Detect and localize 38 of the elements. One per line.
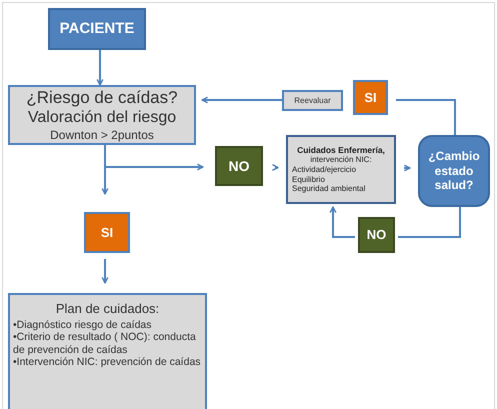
connector-line [398, 207, 461, 238]
answer-box [353, 80, 388, 115]
process-box [8, 293, 207, 409]
node-text: Downton > 2puntos [50, 128, 154, 142]
node-text: SI [364, 90, 377, 106]
answer-box [358, 217, 395, 253]
connector-line [396, 99, 456, 135]
node-text: •Diagnóstico riesgo de caídas [13, 318, 152, 332]
arrow [201, 96, 282, 104]
node-text: ¿Cambio estado salud? [427, 149, 481, 193]
start-box [48, 8, 146, 50]
process-box [282, 90, 343, 111]
arrow [404, 164, 411, 172]
arrow [272, 164, 279, 171]
node-text: NO [366, 227, 386, 243]
node-text: Seguridad ambiental [292, 184, 366, 194]
node-text: •Criterio de resultado ( NOC): conducta de prevención de caídas [13, 331, 197, 356]
arrow [96, 50, 104, 86]
arrow [102, 145, 108, 195]
node-text: Actividad/ejercicio [292, 165, 356, 175]
node-text: NO [228, 158, 250, 174]
process-box [286, 135, 396, 204]
node-text: Equilibrio [292, 174, 325, 184]
node-text: Reevaluar [294, 96, 331, 106]
answer-box [215, 146, 263, 186]
process-box [8, 85, 196, 145]
node-text: SI [100, 224, 114, 240]
arrow [102, 259, 108, 284]
decision-box [418, 135, 490, 207]
heading-text: Cuidados Enfermería, [297, 145, 385, 156]
arrow [330, 206, 355, 238]
node-text: Valoración del riesgo [28, 108, 176, 128]
heading-text: ¿Riesgo de caídas? [26, 88, 178, 108]
heading-text: Plan de cuidados: [56, 301, 160, 317]
answer-box [84, 212, 130, 253]
node-text: intervención NIC: [310, 155, 372, 165]
node-text: •Intervención NIC: prevención de caídas [13, 356, 201, 369]
node-text: PACIENTE [60, 20, 134, 38]
